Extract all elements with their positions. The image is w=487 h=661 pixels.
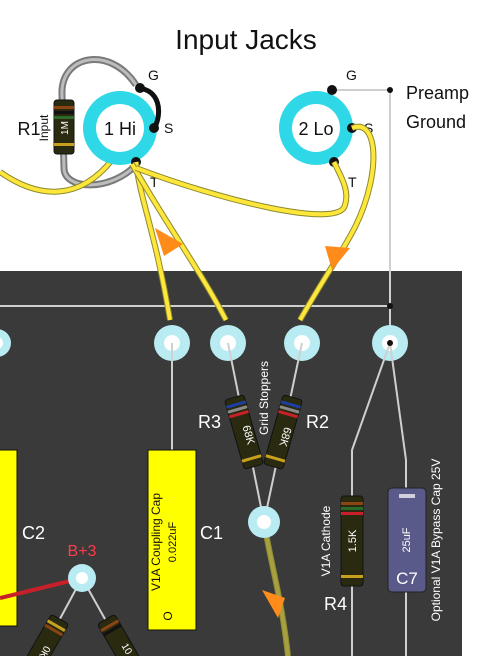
ground-junction-top: [387, 87, 393, 93]
jack-2-label: 2 Lo: [298, 119, 333, 139]
jack-1-label: 1 Hi: [104, 119, 136, 139]
r1-name: R1: [17, 119, 40, 139]
jack-2-ground-lug: [327, 85, 337, 95]
page-title: Input Jacks: [175, 24, 317, 55]
grid-stoppers-label: Grid Stoppers: [257, 361, 271, 435]
r2-resistor: 68K: [263, 394, 303, 470]
jack-1-g-label: G: [148, 67, 159, 83]
c7-name: C7: [396, 569, 418, 588]
r2-name: R2: [306, 412, 329, 432]
r1-loop-wire-highlight: [60, 58, 138, 187]
c2-capacitor-body: [0, 449, 18, 627]
wire-jack1-to-r3: [130, 163, 228, 321]
wire-jack2-to-r2: [298, 124, 376, 321]
c1-label: V1A Coupling Cap: [149, 493, 163, 591]
c2-name: C2: [22, 523, 45, 543]
c1-name: C1: [200, 523, 223, 543]
signal-wires: [129, 123, 377, 322]
c1-polarity-mark: O: [161, 611, 175, 620]
r1-band: [54, 116, 74, 119]
r4-resistor-body: [340, 495, 364, 587]
wire-left-offboard: [0, 158, 114, 194]
jack-1-t-label: T: [150, 174, 159, 190]
eyelet-hole: [257, 515, 271, 529]
eyelet-left-edge: [0, 329, 11, 357]
r2-value: 68K: [276, 426, 293, 449]
r1-band: [54, 111, 74, 114]
jack-2-t-label: T: [348, 174, 357, 190]
r4-band: [341, 575, 363, 578]
c7-polarity-stripe: [399, 494, 415, 498]
jack-1-sleeve-lug: [149, 123, 159, 133]
r4-name: R4: [324, 594, 347, 614]
r3-name: R3: [198, 412, 221, 432]
wire-jack1-tip-to-jack2: [135, 161, 349, 217]
v1a-cathode-label: V1A Cathode: [319, 505, 333, 576]
r1-band: [54, 143, 74, 146]
bottom-right-resistor-value: 10: [119, 642, 134, 656]
b3-label: B+3: [68, 543, 97, 560]
ground-junction-bus: [387, 303, 393, 309]
signal-arrow-icon: [155, 228, 183, 256]
jack-1-hole: [96, 104, 144, 152]
r3-value: 68K: [240, 424, 257, 447]
c1-capacitor-body: [147, 449, 197, 631]
signal-arrow-icon: [262, 590, 285, 618]
r1-band: [54, 106, 74, 109]
r4-value: 1.5K: [347, 529, 359, 552]
r4-band: [341, 512, 363, 515]
jack-2-hole: [292, 104, 340, 152]
jack-2-s-label: S: [364, 120, 373, 136]
ground-eyelet-junction: [387, 340, 393, 346]
c1-value: 0.022uF: [167, 522, 179, 563]
jack-1-s-label: S: [164, 120, 173, 136]
c7-value: 25uF: [401, 527, 413, 552]
eyelet-hole: [0, 337, 3, 349]
signal-arrow-icon: [325, 246, 350, 270]
c7-label: Optional V1A Bypass Cap 25V: [429, 459, 443, 622]
jack-2-g-label: G: [346, 67, 357, 83]
ground-label-line1: Preamp: [406, 83, 469, 103]
eyelet-hole: [76, 572, 88, 584]
r1-value: 1M: [60, 121, 71, 135]
r3-resistor: 68K: [224, 394, 264, 470]
r4-band: [341, 502, 363, 505]
ground-label-line2: Ground: [406, 112, 466, 132]
c7-capacitor-body: [387, 487, 427, 593]
b3-supply-wire: [0, 576, 83, 600]
r4-band: [341, 507, 363, 510]
wire-jack1-tip-to-jack2: [134, 160, 350, 218]
r1-side-label: Input: [37, 114, 51, 141]
jack-1-ground-lug: [135, 83, 145, 93]
